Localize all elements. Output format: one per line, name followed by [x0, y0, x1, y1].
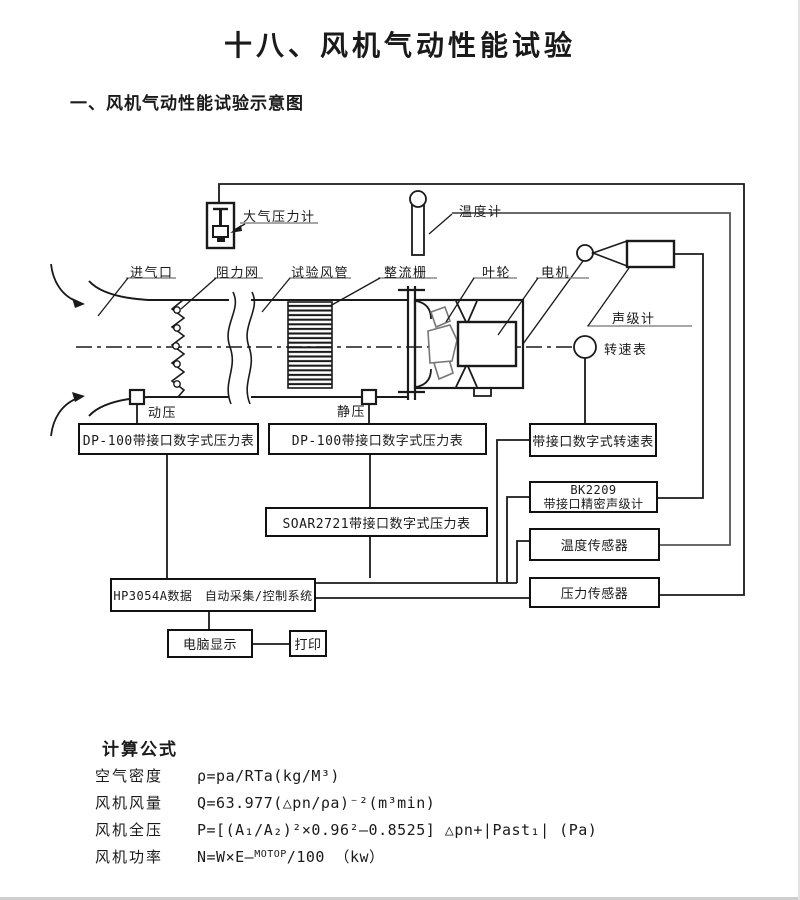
motor-icon: [456, 320, 518, 368]
formula-expression: P=[(A₁/A₂)²×0.96²—0.8525] △pn+|Past₁| (P…: [197, 820, 598, 839]
resistance-net-icon: [170, 299, 186, 398]
duct-break-line: [246, 291, 256, 405]
scan-edge-right: [798, 0, 800, 900]
duct-break-line: [227, 291, 237, 405]
tachometer-icon: [573, 335, 597, 359]
resistance-net-label: 阻力网: [216, 265, 260, 280]
formula-label: 风机功率: [95, 850, 164, 866]
tachometer-label: 转速表: [604, 342, 648, 357]
dp100-dynamic-box: DP-100带接口数字式压力表: [78, 423, 259, 455]
formulas-heading: 计算公式: [102, 740, 178, 759]
formula-row-fan-power: 风机功率 N=W×E— MOTOP /100 （kw）: [95, 843, 597, 870]
formula-row-air-density: 空气密度 ρ=pa/RTa(kg/M³): [95, 762, 597, 789]
dynamic-pressure-label: 动压: [148, 405, 178, 420]
impeller-label: 叶轮: [482, 265, 512, 280]
formula-expression: Q=63.977(△pn/ρa)⁻²(m³min): [197, 793, 436, 812]
formula-row-air-flow: 风机风量 Q=63.977(△pn/ρa)⁻²(m³min): [95, 789, 597, 816]
inlet-label: 进气口: [130, 265, 174, 280]
bk2209-model: BK2209: [570, 483, 617, 497]
connection-lines: [136, 183, 745, 645]
static-pressure-tap: [360, 388, 378, 406]
fan-section: [413, 260, 584, 397]
formula-label: 空气密度: [95, 769, 164, 785]
dynamic-pressure-tap: [128, 388, 146, 406]
formula-expression-pre: N=W×E—: [197, 847, 255, 866]
computer-display-box: 电脑显示: [167, 629, 253, 658]
test-duct-outline: [88, 280, 408, 417]
test-duct-label: 试验风管: [291, 265, 350, 280]
bk2209-desc: 带接口精密声级计: [543, 497, 644, 511]
soar-pressure-box: SOAR2721带接口数字式压力表: [265, 507, 488, 537]
barometer-icon: [205, 201, 236, 250]
fan-foot: [473, 388, 492, 397]
printer-box: 打印: [289, 630, 327, 657]
sound-level-meter-label: 声级计: [612, 311, 656, 326]
rectifier-grid-label: 整流栅: [384, 265, 428, 280]
label-underlines: [126, 222, 692, 327]
pressure-sensor-box: 压力传感器: [529, 577, 660, 608]
scan-edge-bottom: [0, 897, 800, 900]
barometer-label: 大气压力计: [243, 209, 316, 224]
motor-label: 电机: [541, 265, 571, 280]
formula-expression-post: /100 （kw）: [286, 848, 385, 866]
thermometer-label: 温度计: [459, 204, 503, 219]
tachometer-interface-box: 带接口数字式转速表: [529, 423, 657, 457]
bk2209-sound-meter-box: BK2209 带接口精密声级计: [529, 481, 658, 513]
thermometer-icon: [409, 190, 427, 256]
dp100-static-box: DP-100带接口数字式压力表: [268, 423, 487, 455]
temperature-sensor-box: 温度传感器: [529, 528, 660, 561]
leader-arrowhead: [230, 225, 242, 233]
daq-system-box: HP3054A数据 自动采集/控制系统: [110, 578, 316, 612]
formula-expression: ρ=pa/RTa(kg/M³): [197, 766, 340, 785]
section-heading: 一、风机气动性能试验示意图: [70, 94, 304, 113]
sound-level-meter-icon: [576, 239, 676, 269]
formula-expression-subscript: MOTOP: [254, 849, 287, 860]
formula-label: 风机全压: [95, 823, 164, 839]
formula-list: 空气密度 ρ=pa/RTa(kg/M³) 风机风量 Q=63.977(△pn/ρ…: [95, 762, 597, 870]
impeller-icon: [427, 305, 458, 381]
inlet-bell-top: [88, 280, 149, 301]
formula-label: 风机风量: [95, 796, 164, 812]
rectifier-grid-icon: [287, 301, 333, 389]
airflow-arrows: [50, 263, 85, 437]
formula-row-total-pressure: 风机全压 P=[(A₁/A₂)²×0.96²—0.8525] △pn+|Past…: [95, 816, 597, 843]
static-pressure-label: 静压: [337, 404, 367, 419]
page-title: 十八、风机气动性能试验: [223, 31, 576, 62]
